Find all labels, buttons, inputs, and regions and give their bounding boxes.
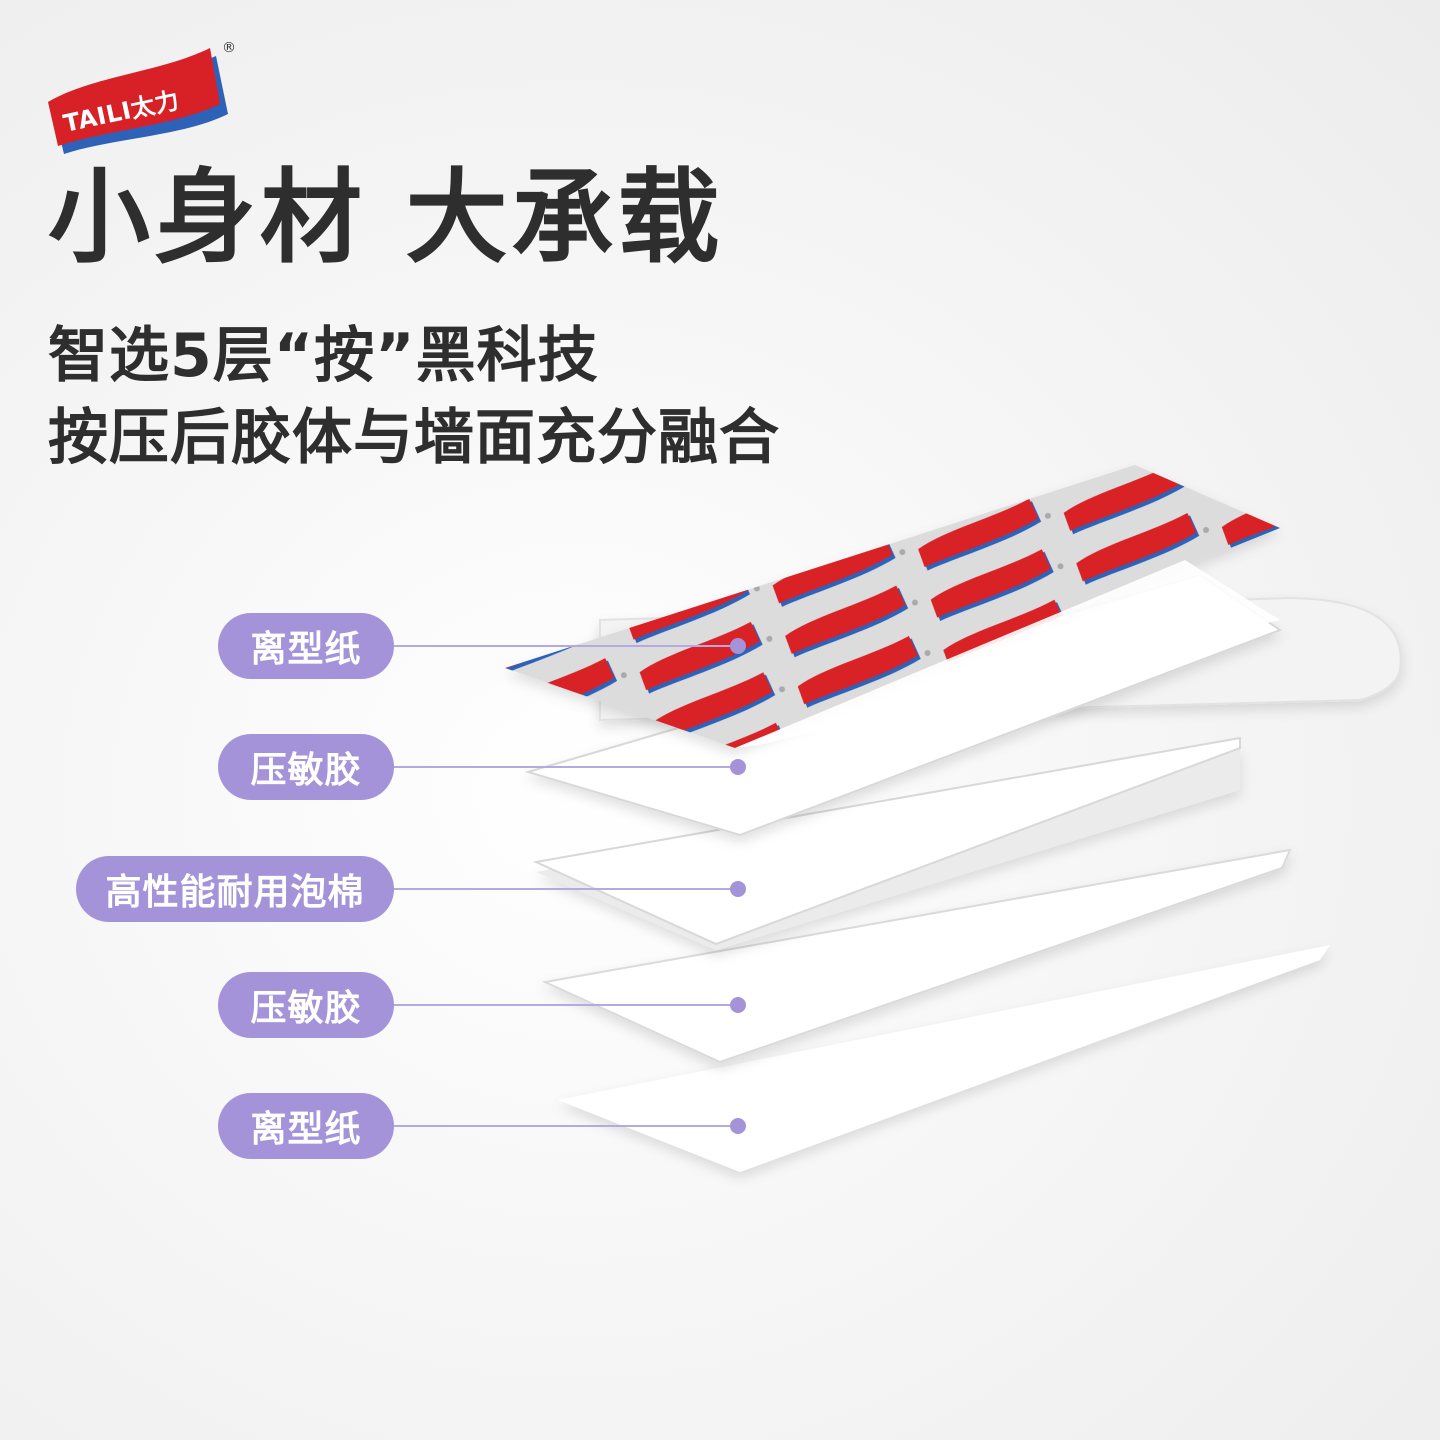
layer-label-adhesive-bottom: 压敏胶 <box>218 972 394 1038</box>
layer-dot <box>730 997 746 1013</box>
layer-label-release-paper-bottom: 离型纸 <box>218 1093 394 1159</box>
layer-label-foam: 高性能耐用泡棉 <box>76 856 394 922</box>
registered-mark: ® <box>222 40 236 56</box>
layer-dot <box>730 881 746 897</box>
layer-label-release-paper-top: 离型纸 <box>218 613 394 679</box>
layer-dot <box>730 1118 746 1134</box>
brand-logo: TAILI太力 <box>44 42 244 162</box>
layer-label-adhesive-top: 压敏胶 <box>218 734 394 800</box>
page-title: 小身材 大承载 <box>48 159 724 278</box>
layer-dot <box>730 759 746 775</box>
logo-banner-icon <box>48 48 228 154</box>
layer-dot <box>730 638 746 654</box>
subtitle-line-2: 按压后胶体与墙面充分融合 <box>48 403 780 473</box>
subtitle-line-1: 智选5层“按”黑科技 <box>48 321 599 391</box>
